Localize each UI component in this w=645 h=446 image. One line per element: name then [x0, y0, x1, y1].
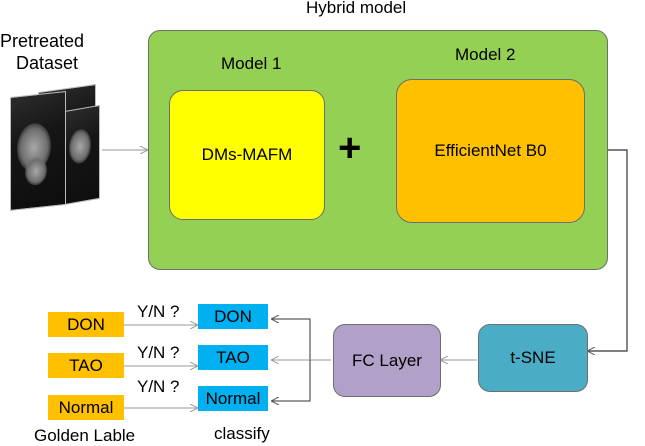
- hybrid-model-title: Hybrid model: [306, 0, 407, 17]
- tsne-label: t-SNE: [510, 348, 556, 367]
- class-label-don: DON: [214, 306, 252, 326]
- tsne-box: t-SNE: [478, 324, 588, 392]
- model1-label: Model 1: [221, 54, 282, 73]
- efficientnet-b0-box: EfficientNet B0: [396, 79, 585, 223]
- plus-sign: +: [338, 126, 362, 170]
- dataset-label-line1: Pretreated: [0, 31, 85, 51]
- arrow-fc-to-don: [272, 319, 311, 360]
- class-label-tao: TAO: [216, 347, 250, 367]
- ct-scan-stack: [10, 83, 102, 211]
- efficientnet-b0-label: EfficientNet B0: [434, 141, 547, 160]
- model2-label: Model 2: [455, 45, 516, 64]
- dataset-label-line2: Dataset: [16, 53, 79, 73]
- fc-layer-label: FC Layer: [352, 350, 422, 370]
- golden-label-normal: Normal: [58, 397, 114, 417]
- ct-slice-right: [64, 104, 100, 206]
- class-box-don: DON: [198, 304, 268, 329]
- golden-box-don: DON: [48, 312, 124, 337]
- dms-mafm-label: DMs-MAFM: [201, 145, 293, 164]
- classify-caption: classify: [214, 424, 270, 443]
- yn-label-don: Y/N ?: [137, 302, 180, 321]
- ct-slice-front: [10, 91, 66, 211]
- dms-mafm-box: DMs-MAFM: [169, 90, 325, 220]
- yn-label-tao: Y/N ?: [137, 343, 180, 362]
- golden-box-tao: TAO: [48, 353, 124, 378]
- class-box-normal: Normal: [198, 386, 268, 411]
- golden-box-normal: Normal: [48, 395, 124, 420]
- golden-label-tao: TAO: [69, 355, 103, 375]
- pretreated-dataset-label: Pretreated Dataset: [0, 30, 92, 74]
- yn-label-normal: Y/N ?: [137, 377, 180, 396]
- class-box-tao: TAO: [198, 345, 268, 370]
- fc-layer-box: FC Layer: [333, 324, 441, 397]
- golden-label-don: DON: [67, 314, 105, 334]
- golden-label-caption: Golden Lable: [34, 426, 136, 445]
- arrow-fc-to-normal: [272, 360, 311, 401]
- class-label-normal: Normal: [205, 388, 261, 408]
